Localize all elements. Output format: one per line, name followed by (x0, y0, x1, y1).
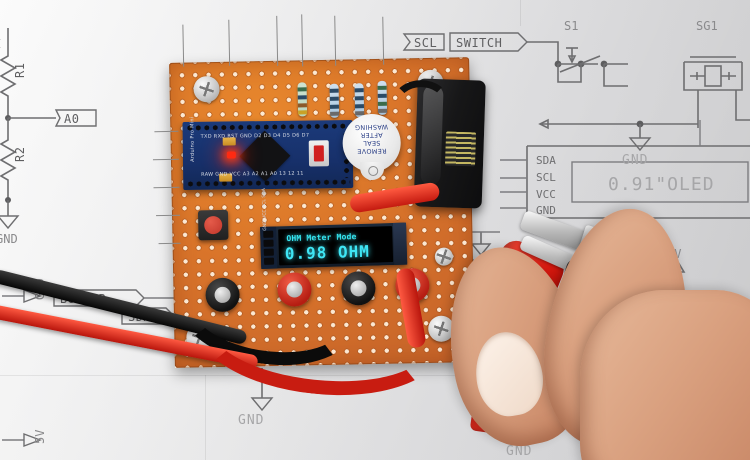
oled-pin-4 (263, 257, 275, 265)
schematic-label-scl-top: SCL (414, 36, 437, 50)
promini-silkscreen-top: TXD RXD RST GND D2 D3 D4 D5 D6 D7 (200, 132, 310, 140)
human-hand (430, 199, 750, 460)
palm (580, 290, 750, 460)
paper-fold-line-horizontal (0, 375, 750, 376)
schematic-label-gnd-board: GND (238, 413, 264, 428)
oled-pin-labels: GND VCC SCL SDA (261, 188, 269, 231)
buzzer-seal-text: REMOVE SEAL AFTER WASHING (342, 122, 401, 156)
oled-display-module: GND VCC SCL SDA OHM Meter Mode 0.98 OHM (260, 188, 408, 269)
schematic-label-switch: SWITCH (456, 36, 502, 50)
resistor-1 (297, 82, 308, 117)
schematic-label-a0: A0 (64, 112, 79, 126)
battery-wire-bundle (444, 131, 477, 167)
promini-reset-button[interactable] (308, 140, 330, 167)
schematic-label-gnd-left: GND (0, 232, 18, 246)
paper-fold-line-vertical (205, 375, 206, 460)
buzzer-text-line4: WASHING (354, 122, 389, 132)
promini-silkscreen-bottom: RAW GND VCC A3 A2 A1 A0 13 12 11 (201, 170, 304, 178)
schematic-label-oled-title: 0.91"OLED (608, 174, 715, 195)
schematic-label-5v-left: 5V (33, 430, 47, 444)
schematic-label-oled-sda: SDA (536, 154, 556, 167)
schematic-label-gnd-clip: GND (506, 444, 532, 459)
schematic-label-sg1: SG1 (696, 19, 718, 33)
paper-fold-line-vertical-2 (520, 0, 521, 26)
schematic-label-gnd-top: GND (622, 153, 648, 168)
resistor-2 (329, 83, 340, 118)
schematic-label-r1: R1 (13, 63, 27, 78)
arduino-pro-mini-board: TXD RXD RST GND D2 D3 D4 D5 D6 D7 RAW GN… (182, 116, 354, 191)
oled-line-2: 0.98 OHM (284, 241, 371, 264)
buzzer-text-line2: SEAL (362, 138, 381, 148)
oled-right-tab (392, 222, 408, 265)
promini-header-top (185, 122, 350, 133)
resistor-3 (354, 83, 365, 118)
oled-pin-header (260, 226, 278, 269)
schematic-label-oled-scl: SCL (536, 171, 556, 184)
promini-power-led (226, 151, 236, 159)
schematic-label-r2: R2 (13, 147, 27, 162)
promini-silkscreen-logo: Arduino Pro Mini (189, 116, 196, 162)
schematic-label-s1: S1 (564, 19, 578, 33)
resistor-4 (377, 80, 388, 115)
buzzer-text-line3: AFTER (360, 130, 383, 140)
oled-pin-2 (263, 239, 274, 247)
oled-pin-3 (263, 248, 274, 256)
oled-pin-1 (263, 230, 274, 238)
oled-glass: OHM Meter Mode 0.98 OHM (278, 226, 394, 266)
promini-header-bottom (186, 178, 351, 189)
buzzer-text-line1: REMOVE (356, 146, 387, 156)
schematic-label-oled-vcc: VCC (536, 188, 556, 201)
schematic-label-oled-gnd: GND (536, 204, 556, 217)
mode-push-button[interactable] (197, 209, 229, 241)
